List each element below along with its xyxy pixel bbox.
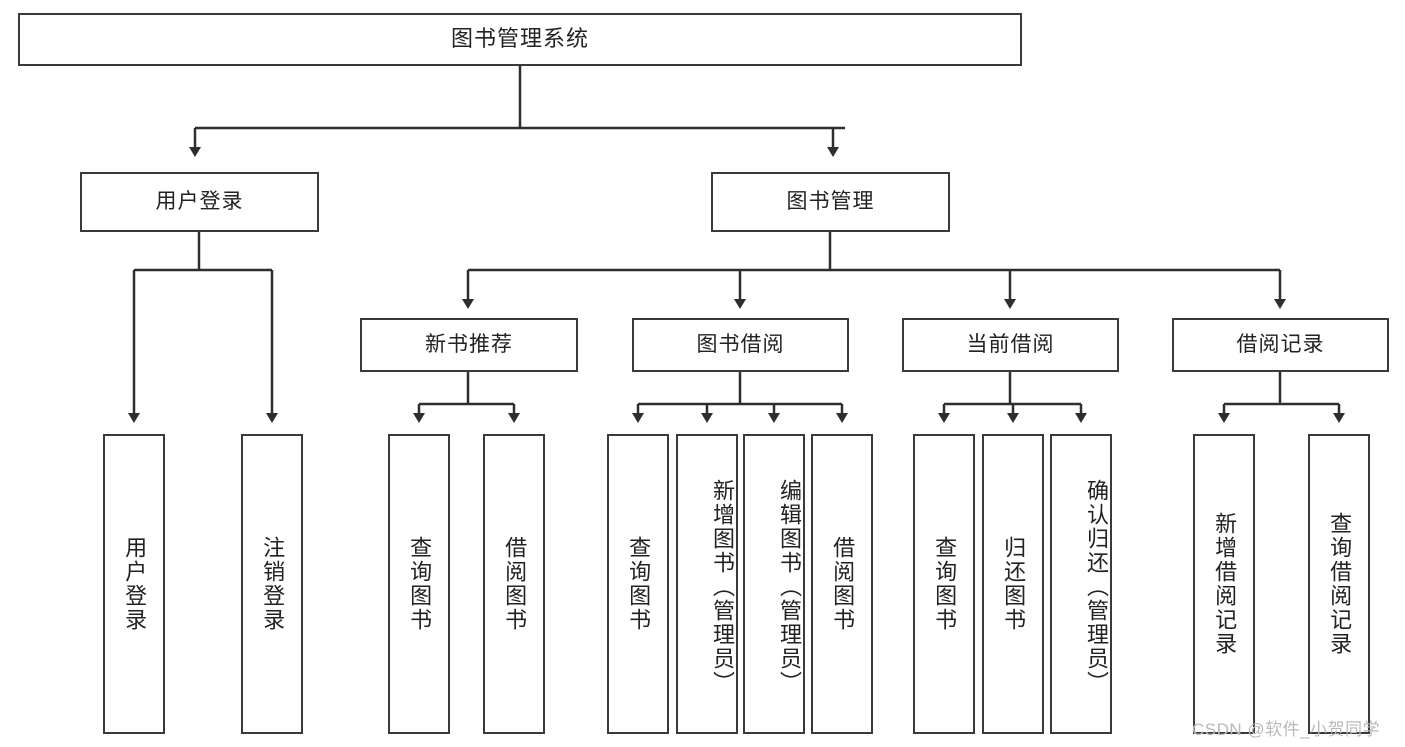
node-current-borrow[interactable]: 当前借阅 bbox=[902, 318, 1119, 372]
node-leaf-borrow-book-1-label: 借阅图书 bbox=[502, 536, 528, 632]
node-leaf-borrow-book-2-label: 借阅图书 bbox=[830, 536, 856, 632]
node-leaf-return-book[interactable]: 归还图书 bbox=[982, 434, 1044, 734]
node-leaf-edit-book-label: 编辑图书（管理员） bbox=[777, 479, 802, 695]
node-current-borrow-label: 当前借阅 bbox=[966, 333, 1055, 357]
node-borrow-record[interactable]: 借阅记录 bbox=[1172, 318, 1389, 372]
node-book-borrow-label: 图书借阅 bbox=[696, 333, 785, 357]
node-borrow-record-label: 借阅记录 bbox=[1236, 333, 1325, 357]
node-leaf-borrow-book-2[interactable]: 借阅图书 bbox=[811, 434, 873, 734]
node-leaf-add-book-label: 新增图书（管理员） bbox=[710, 479, 735, 695]
node-leaf-query-record[interactable]: 查询借阅记录 bbox=[1308, 434, 1370, 734]
node-leaf-query-book-1-label: 查询图书 bbox=[407, 536, 433, 632]
node-leaf-add-record-label: 新增借阅记录 bbox=[1212, 512, 1238, 656]
node-leaf-query-book-2[interactable]: 查询图书 bbox=[607, 434, 669, 734]
node-leaf-add-book[interactable]: 新增图书（管理员） bbox=[676, 434, 738, 734]
node-leaf-query-record-label: 查询借阅记录 bbox=[1327, 512, 1353, 656]
csdn-watermark: CSDN @软件_小贺同学 bbox=[1192, 720, 1381, 739]
node-leaf-add-record[interactable]: 新增借阅记录 bbox=[1193, 434, 1255, 734]
node-leaf-query-book-2-label: 查询图书 bbox=[626, 536, 652, 632]
node-root[interactable]: 图书管理系统 bbox=[18, 13, 1022, 66]
node-leaf-return-book-label: 归还图书 bbox=[1001, 536, 1027, 632]
node-leaf-borrow-book-1[interactable]: 借阅图书 bbox=[483, 434, 545, 734]
node-root-label: 图书管理系统 bbox=[450, 26, 589, 52]
node-leaf-query-book-1[interactable]: 查询图书 bbox=[388, 434, 450, 734]
node-user-login-label: 用户登录 bbox=[155, 190, 244, 214]
node-user-login[interactable]: 用户登录 bbox=[80, 172, 319, 232]
node-new-book-recommend-label: 新书推荐 bbox=[425, 333, 513, 357]
node-leaf-confirm-return-label: 确认归还（管理员） bbox=[1084, 479, 1109, 695]
node-leaf-logout-login[interactable]: 注销登录 bbox=[241, 434, 303, 734]
node-leaf-query-book-3[interactable]: 查询图书 bbox=[913, 434, 975, 734]
node-leaf-confirm-return[interactable]: 确认归还（管理员） bbox=[1050, 434, 1112, 734]
node-book-management[interactable]: 图书管理 bbox=[711, 172, 950, 232]
node-leaf-query-book-3-label: 查询图书 bbox=[932, 536, 958, 632]
node-leaf-logout-login-label: 注销登录 bbox=[260, 536, 286, 632]
node-leaf-user-login-label: 用户登录 bbox=[122, 536, 148, 632]
node-book-borrow[interactable]: 图书借阅 bbox=[632, 318, 849, 372]
node-leaf-edit-book[interactable]: 编辑图书（管理员） bbox=[743, 434, 805, 734]
node-leaf-user-login[interactable]: 用户登录 bbox=[103, 434, 165, 734]
node-book-management-label: 图书管理 bbox=[786, 190, 875, 214]
node-new-book-recommend[interactable]: 新书推荐 bbox=[360, 318, 578, 372]
